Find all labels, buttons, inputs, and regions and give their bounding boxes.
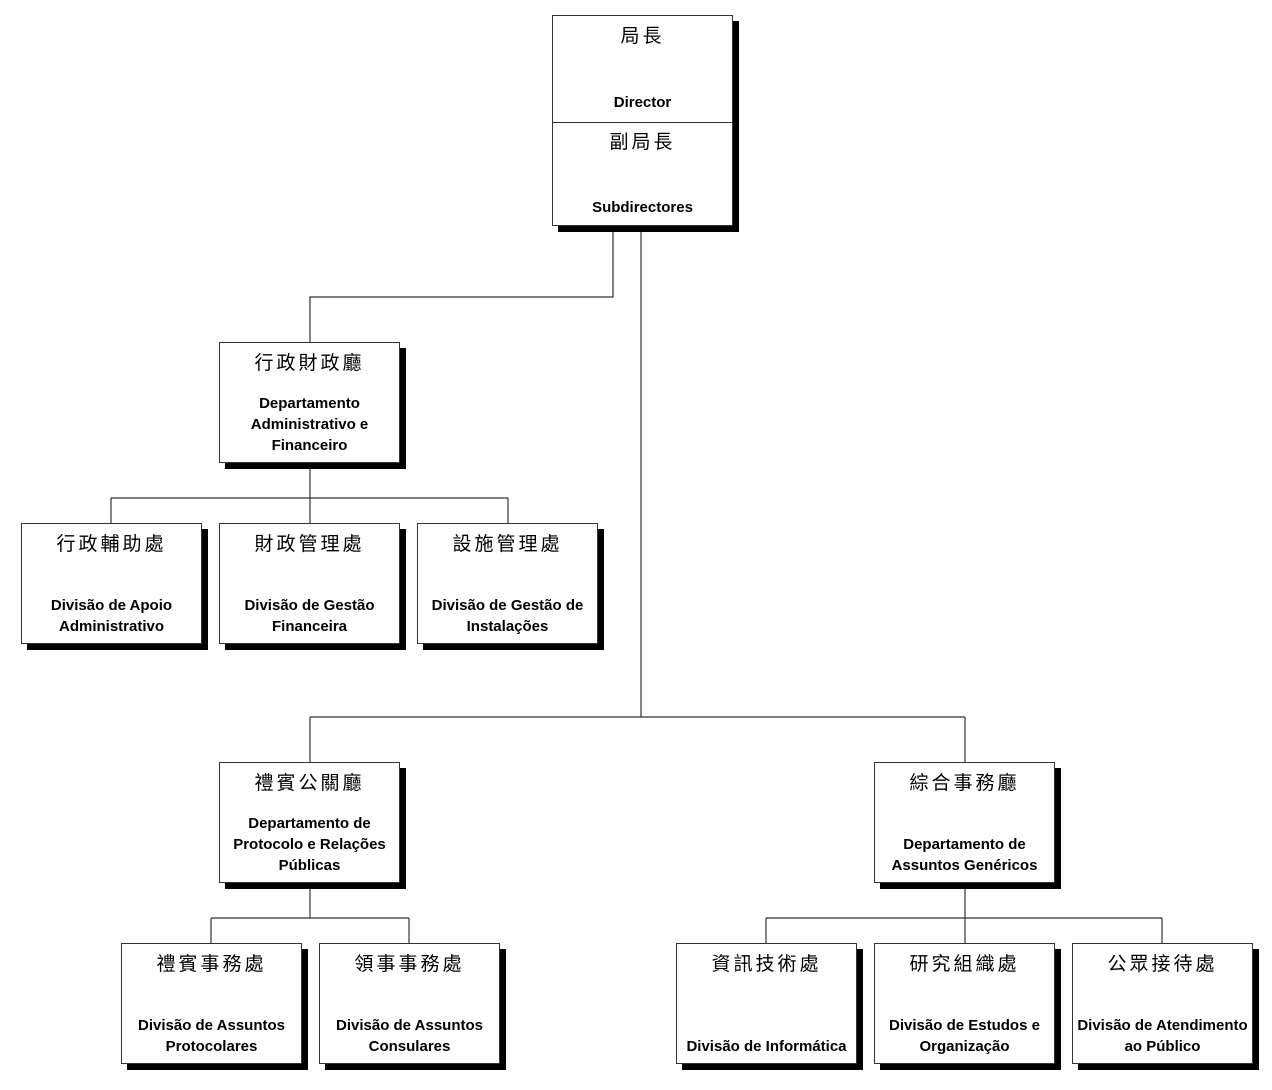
department-general-pt: Departamento de Assuntos Genéricos [891, 836, 1038, 874]
division-pt: Divisão de Gestão de Instalações [431, 597, 584, 635]
division-zh: 公眾接待處 [1107, 953, 1218, 975]
department-admin-zh: 行政財政廳 [254, 352, 365, 374]
division-zh: 領事事務處 [354, 953, 465, 975]
division-pt: Divisão de Estudos e Organização [889, 1017, 1040, 1055]
department-admin-box: 行政財政廳 Departamento Administrativo e Fina… [219, 342, 400, 463]
director-label-pt: Director [613, 94, 672, 111]
director-label-zh: 局長 [620, 25, 665, 47]
division-zh: 財政管理處 [254, 533, 365, 555]
division-protocol-affairs-box: 禮賓事務處 Divisão de Assuntos Protocolares [121, 943, 302, 1064]
division-pt: Divisão de Informática [686, 1038, 847, 1055]
division-financial-box: 財政管理處 Divisão de Gestão Financeira [219, 523, 400, 644]
division-zh: 設施管理處 [452, 533, 563, 555]
division-public-service-box: 公眾接待處 Divisão de Atendimento ao Público [1072, 943, 1253, 1064]
division-studies-box: 研究組織處 Divisão de Estudos e Organização [874, 943, 1055, 1064]
division-zh: 資訊技術處 [711, 953, 822, 975]
department-admin-pt: Departamento Administrativo e Financeiro [250, 395, 369, 454]
subdirectors-label-pt: Subdirectores [592, 199, 693, 216]
division-it-box: 資訊技術處 Divisão de Informática [676, 943, 857, 1064]
subdirectors-label-zh: 副局長 [609, 131, 676, 153]
division-pt: Divisão de Assuntos Protocolares [138, 1017, 285, 1055]
division-facilities-box: 設施管理處 Divisão de Gestão de Instalações [417, 523, 598, 644]
connector-top-to-admin [309, 230, 614, 342]
division-pt: Divisão de Assuntos Consulares [336, 1017, 483, 1055]
division-pt: Divisão de Gestão Financeira [244, 597, 375, 635]
department-protocol-box: 禮賓公關廳 Departamento de Protocolo e Relaçõ… [219, 762, 400, 883]
department-protocol-zh: 禮賓公關廳 [254, 772, 365, 794]
director-divider [553, 122, 732, 123]
director-box: 局長 Director 副局長 Subdirectores [552, 15, 733, 226]
division-admin-support-box: 行政輔助處 Divisão de Apoio Administrativo [21, 523, 202, 644]
division-pt: Divisão de Apoio Administrativo [50, 597, 173, 635]
division-pt: Divisão de Atendimento ao Público [1077, 1017, 1248, 1055]
department-general-zh: 綜合事務廳 [909, 772, 1020, 794]
division-consular-box: 領事事務處 Divisão de Assuntos Consulares [319, 943, 500, 1064]
department-protocol-pt: Departamento de Protocolo e Relações Púb… [233, 815, 386, 874]
division-zh: 研究組織處 [909, 953, 1020, 975]
division-zh: 禮賓事務處 [156, 953, 267, 975]
division-zh: 行政輔助處 [56, 533, 167, 555]
department-general-box: 綜合事務廳 Departamento de Assuntos Genéricos [874, 762, 1055, 883]
